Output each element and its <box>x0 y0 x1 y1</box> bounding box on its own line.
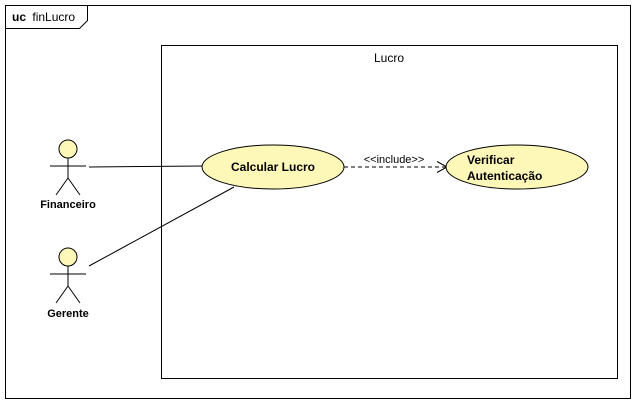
system-title: Lucro <box>374 51 404 65</box>
actor-financeiro-left-leg <box>55 177 69 196</box>
actor-gerente[interactable]: Gerente <box>47 247 89 320</box>
actor-gerente-label: Gerente <box>47 308 89 320</box>
use-case-calcular-lucro[interactable]: Calcular Lucro <box>201 144 345 190</box>
association-gerente-calcular[interactable] <box>88 186 235 267</box>
include-label: <<include>> <box>364 154 425 166</box>
use-case-verificar-autenticacao-shape <box>445 144 589 190</box>
actor-financeiro-right-leg <box>67 177 81 196</box>
actor-gerente-left-leg <box>55 285 69 304</box>
actor-financeiro-label: Financeiro <box>40 199 96 211</box>
actor-gerente-head <box>58 247 78 267</box>
frame-name: finLucro <box>32 10 75 24</box>
frame-title: uc finLucro <box>12 10 75 24</box>
system-boundary[interactable] <box>161 45 618 379</box>
frame-title-tab <box>5 5 88 29</box>
actor-gerente-right-leg <box>67 285 81 304</box>
frame-kind: uc <box>12 10 26 24</box>
actor-financeiro[interactable]: Financeiro <box>40 139 96 211</box>
use-case-verificar-line-2: Autenticação <box>467 169 542 183</box>
use-case-calcular-lucro-shape <box>201 144 345 190</box>
actor-financeiro-head <box>58 139 78 159</box>
use-case-calcular-lucro-label: Calcular Lucro <box>231 160 315 174</box>
association-financeiro-calcular[interactable] <box>88 165 205 168</box>
use-case-verificar-autenticacao[interactable]: Verificar Autenticação <box>445 144 589 190</box>
use-case-verificar-line-1: Verificar <box>467 153 515 167</box>
